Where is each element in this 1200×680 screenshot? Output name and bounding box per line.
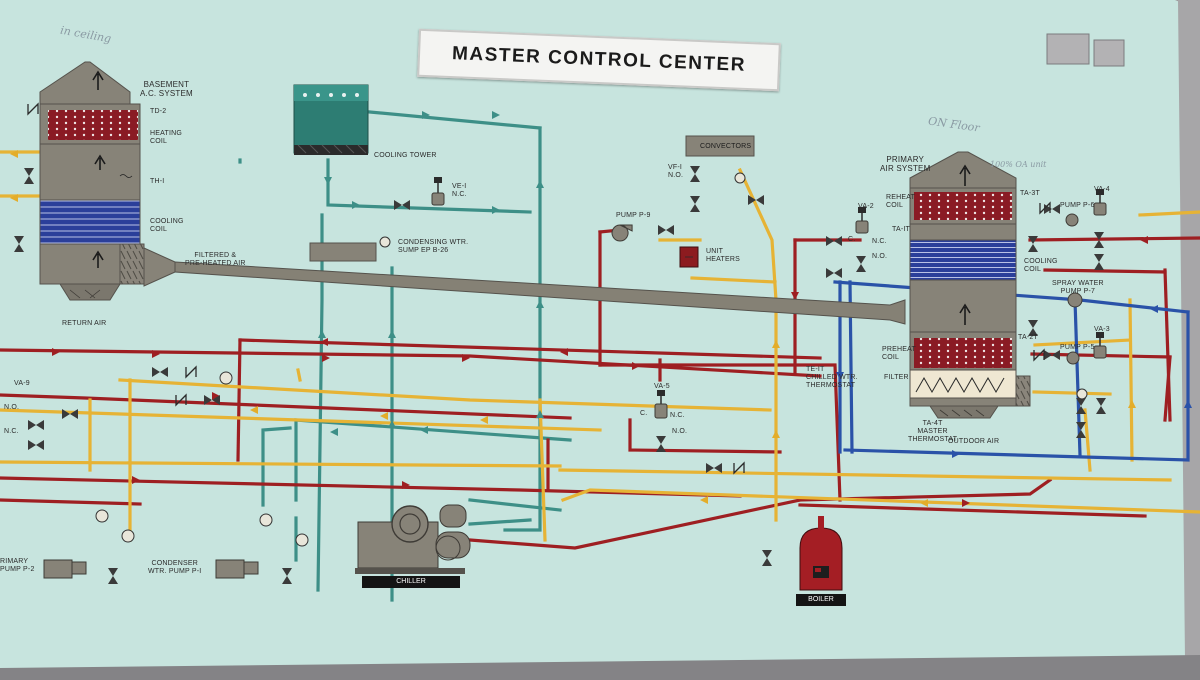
check-valve-icons	[27, 102, 1051, 475]
control-valve-icons	[431, 177, 1107, 419]
chiller	[355, 504, 471, 574]
gauge-icons	[95, 172, 1088, 547]
cooling-tower	[293, 84, 369, 155]
condensing-sump	[309, 242, 377, 262]
panel-hinge	[1046, 33, 1090, 65]
valve-icons	[14, 166, 1106, 584]
supply-duct	[174, 261, 906, 325]
convectors-box	[685, 135, 755, 157]
condenser-pumps	[43, 559, 259, 579]
pump-icons	[611, 213, 1083, 365]
sump-gauge-icon	[379, 236, 391, 248]
warm-lines	[0, 150, 1200, 542]
basement-ac-unit	[39, 61, 176, 301]
primary-air-unit	[909, 151, 1031, 419]
boiler	[799, 516, 843, 591]
